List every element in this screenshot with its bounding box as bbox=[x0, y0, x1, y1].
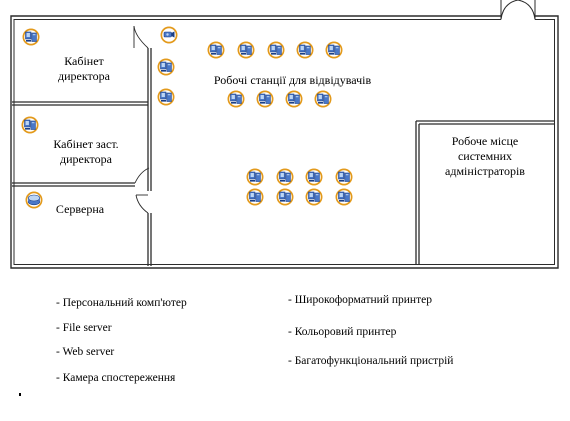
legend-item-mfp: - Багатофункціональний пристрій bbox=[288, 355, 454, 367]
entrance-door bbox=[500, 0, 536, 20]
workstation-icon bbox=[157, 58, 175, 76]
workstation-icon bbox=[276, 168, 294, 186]
workstation-icon bbox=[256, 90, 274, 108]
legend-item-camera: - Камера спостереження bbox=[56, 372, 176, 384]
room-label-deputy: Кабінет заст.директора bbox=[53, 137, 119, 166]
workstation-icon bbox=[246, 168, 264, 186]
room-label-visitors: Робочі станції для відвідувачів bbox=[213, 73, 372, 87]
workstation-icon bbox=[276, 188, 294, 206]
legend-item-web-server: - Web server bbox=[56, 346, 115, 358]
workstation-icon bbox=[22, 28, 40, 46]
legend-item-wide-printer: - Широкоформатний принтер bbox=[288, 294, 432, 306]
workstation-icon bbox=[335, 168, 353, 186]
workstation-icon bbox=[305, 188, 323, 206]
workstation-icon bbox=[207, 41, 225, 59]
camera-icon bbox=[160, 26, 178, 44]
server-icon bbox=[25, 191, 43, 209]
legend-item-color-printer: - Кольоровий принтер bbox=[288, 326, 397, 338]
door-arcs bbox=[133, 25, 150, 214]
workstation-icon bbox=[305, 168, 323, 186]
outer-walls bbox=[10, 15, 559, 269]
workstation-icon bbox=[296, 41, 314, 59]
workstation-icon bbox=[227, 90, 245, 108]
legend-item-file-server: - File server bbox=[56, 322, 112, 334]
workstation-icon bbox=[285, 90, 303, 108]
room-label-server: Серверна bbox=[55, 202, 105, 216]
workstation-icon bbox=[325, 41, 343, 59]
workstation-icon bbox=[237, 41, 255, 59]
interior-walls bbox=[12, 48, 555, 266]
legend-item-pc: - Персональний комп'ютер bbox=[56, 297, 187, 309]
workstation-icon bbox=[21, 116, 39, 134]
workstation-icon bbox=[335, 188, 353, 206]
workstation-icon bbox=[267, 41, 285, 59]
workstation-icon bbox=[314, 90, 332, 108]
stray-dot bbox=[19, 393, 21, 396]
workstation-icon bbox=[157, 88, 175, 106]
workstation-icon bbox=[246, 188, 264, 206]
